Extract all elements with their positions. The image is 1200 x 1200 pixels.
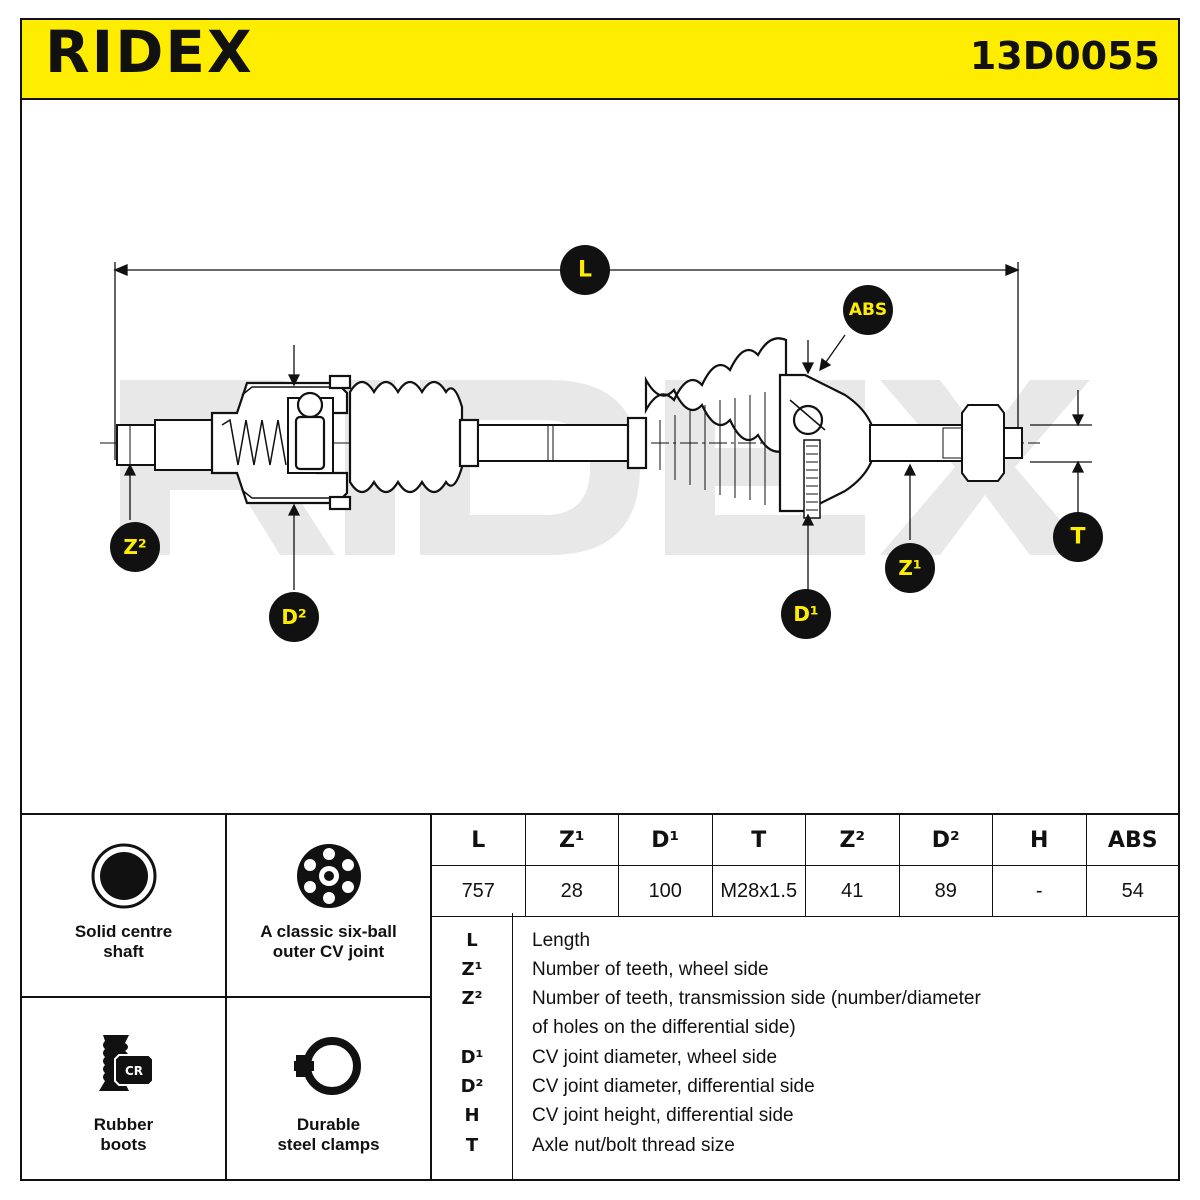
legend-divider xyxy=(512,913,513,1181)
legend-text: Number of teeth, wheel side xyxy=(532,959,769,980)
steel-clamp-icon xyxy=(294,1037,361,1095)
inner-stub-shaft xyxy=(116,419,213,471)
driveshaft-drawing: L ABS Z² D² D¹ Z¹ T xyxy=(100,245,1103,642)
badge-Z1: Z¹ xyxy=(885,543,935,593)
badge-D1: D¹ xyxy=(781,589,831,639)
legend: L Length Z¹ Number of teeth, wheel side … xyxy=(431,913,1180,1181)
badge-L: L xyxy=(560,245,610,295)
badge-D2-text: D² xyxy=(281,605,306,629)
legend-symbol: L xyxy=(466,930,478,951)
spec-header-cell: T xyxy=(711,814,806,866)
feature-rubber-line2: boots xyxy=(100,1135,147,1154)
badge-D2: D² xyxy=(269,592,319,642)
legend-symbol: D² xyxy=(460,1076,484,1097)
feature-grid-vline-2 xyxy=(430,813,432,1181)
legend-text: Length xyxy=(532,930,591,951)
spec-header-cell: D¹ xyxy=(618,814,713,866)
badge-Z2-text: Z² xyxy=(123,535,146,559)
six-ball-joint-icon xyxy=(297,844,361,908)
spec-header-cell: Z² xyxy=(805,814,900,866)
wheel-stub-and-nut xyxy=(869,404,1023,482)
solid-shaft-icon xyxy=(91,843,157,909)
badge-Z1-text: Z¹ xyxy=(898,556,921,580)
feature-rubber-boots: CR Rubber boots xyxy=(22,998,225,1179)
solid-centre-shaft xyxy=(477,424,629,462)
badge-ABS: ABS xyxy=(843,285,893,335)
inner-boot xyxy=(348,380,480,494)
brand-logo: RIDEX xyxy=(45,18,254,86)
spec-value-cell: - xyxy=(992,865,1087,917)
legend-text: Number of teeth, transmission side (numb… xyxy=(532,988,981,1009)
spec-value-cell: 54 xyxy=(1085,865,1180,917)
badge-D1-text: D¹ xyxy=(793,602,818,626)
inner-joint-housing xyxy=(210,374,352,511)
badge-Z2: Z² xyxy=(110,522,160,572)
feature-solid-shaft-line1: Solid centre xyxy=(74,922,173,941)
legend-symbol: Z² xyxy=(461,988,483,1009)
spec-table-header-row: L Z¹ D¹ T Z² D² H ABS xyxy=(431,814,1180,866)
spec-header-cell: Z¹ xyxy=(524,814,619,866)
outer-cv-joint xyxy=(778,373,877,519)
feature-six-ball-line2: outer CV joint xyxy=(272,942,385,961)
header-bar xyxy=(20,18,1180,100)
feature-clamps-line1: Durable xyxy=(296,1115,361,1134)
badge-T: T xyxy=(1053,512,1103,562)
legend-symbol: T xyxy=(465,1135,479,1156)
feature-solid-shaft: Solid centre shaft xyxy=(22,815,225,996)
feature-six-ball-line1: A classic six-ball xyxy=(260,922,397,941)
spec-table-value-row: 757 28 100 M28x1.5 41 89 - 54 xyxy=(431,865,1180,917)
cr-icon-text: CR xyxy=(125,1064,143,1078)
legend-text: of holes on the differential side) xyxy=(532,1017,796,1038)
feature-clamps-line2: steel clamps xyxy=(277,1135,380,1154)
spec-value-cell: M28x1.5 xyxy=(711,865,806,917)
legend-symbol: Z¹ xyxy=(461,959,483,980)
spec-header-cell: ABS xyxy=(1085,814,1180,866)
legend-symbol: H xyxy=(464,1105,480,1126)
spec-header-cell: D² xyxy=(898,814,993,866)
badge-ABS-text: ABS xyxy=(849,300,887,320)
legend-symbol: D¹ xyxy=(460,1047,484,1068)
legend-text: Axle nut/bolt thread size xyxy=(532,1135,735,1156)
legend-text: CV joint diameter, wheel side xyxy=(532,1047,778,1068)
badge-L-text: L xyxy=(578,258,592,283)
spec-header-cell: L xyxy=(431,814,526,866)
feature-solid-shaft-line2: shaft xyxy=(103,942,144,961)
feature-six-ball-joint: A classic six-ball outer CV joint xyxy=(227,815,430,996)
spec-value-cell: 41 xyxy=(805,865,900,917)
part-number: 13D0055 xyxy=(969,34,1160,78)
spec-value-cell: 757 xyxy=(431,865,526,917)
spec-value-cell: 100 xyxy=(618,865,713,917)
badge-T-text: T xyxy=(1070,525,1085,550)
legend-text: CV joint diameter, differential side xyxy=(532,1076,815,1097)
feature-grid-hline xyxy=(20,996,430,998)
spec-header-cell: H xyxy=(992,814,1087,866)
spec-value-cell: 28 xyxy=(524,865,619,917)
leader-lines xyxy=(123,334,1092,590)
legend-text: CV joint height, differential side xyxy=(532,1105,794,1126)
rubber-boot-cr-icon: CR xyxy=(99,1035,154,1091)
spec-value-cell: 89 xyxy=(898,865,993,917)
spec-table: L Z¹ D¹ T Z² D² H ABS 757 28 100 M28x1.5… xyxy=(431,814,1180,917)
feature-rubber-line1: Rubber xyxy=(93,1115,154,1134)
feature-steel-clamps: Durable steel clamps xyxy=(227,998,430,1179)
